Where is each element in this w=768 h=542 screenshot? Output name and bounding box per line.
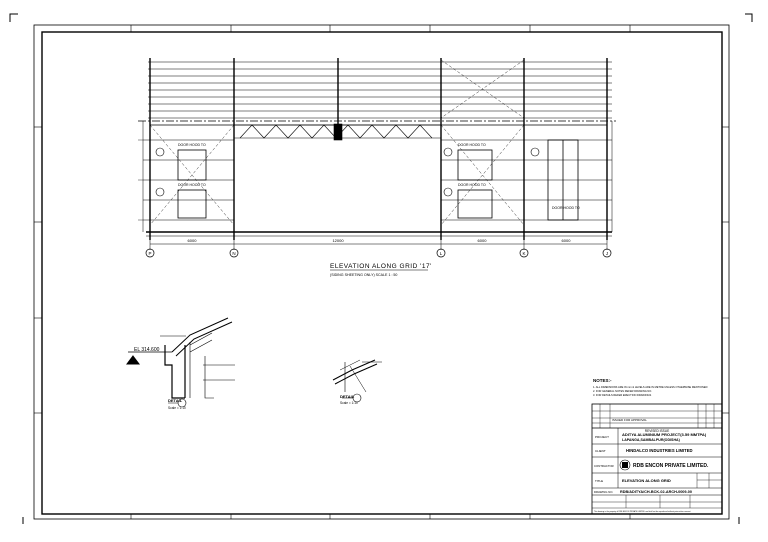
note-line: 3. FOR DETAILS REFER ERECTION DRAWINGS [593,393,651,397]
project-line-1: ADITYA ALUMINIUM PROJECT(3.59 MMTPA) [622,432,707,437]
grid-bubble-label: K [522,251,525,256]
bay-dim-3: 6000 [478,238,488,243]
revision-row: ISSUED FOR APPROVAL [612,418,647,422]
contractor-name: RDB ENCON PRIVATE LIMITED. [633,463,709,469]
notes-title: NOTES:- [593,378,612,383]
grid-bubble-label: N [232,251,235,256]
level-mark: EL 314.600 [134,347,160,353]
bay-dim-2: 12000 [332,238,344,243]
note-line: 2. FOR GENERAL NOTES REFER DRAWING NO. [593,389,652,393]
openings [177,139,579,221]
drawing-title: ELEVATION ALONG GRID [622,478,671,483]
crop-marks [9,13,753,524]
elevation-title: ELEVATION ALONG GRID '17' [330,263,432,270]
note-line: 1. ALL DIMENSIONS ARE IN mm & LEVELS ARE… [593,385,708,389]
detail-1-scale: Scale = 1:10 [168,406,186,410]
door-tag: DOOR HOOD TO [178,143,206,147]
grid-bubble-label: P [148,251,151,256]
inner-border [41,31,723,515]
door-tag: DOOR HOOD TO [178,183,206,187]
truss [234,123,441,141]
client-label: CLIENT [595,449,606,453]
columns [149,58,608,240]
door-tag: DOOR HOOD TO [552,206,580,210]
detail-2-scale: Scale = 1:10 [340,401,358,405]
bay-dim-4: 6000 [562,238,572,243]
elevation-view [138,58,616,258]
detail-1 [126,317,235,408]
client-name: HINDALCO INDUSTRIES LIMITED [626,448,693,453]
footer-note: This drawing is the property of RDB ENCO… [594,510,691,513]
drawing-status: REVISED ISSUE [645,429,669,433]
side-girts [142,121,613,232]
project-line-2: LAPANGA,SAMBALPUR(ODISHA) [622,438,681,442]
bay-dim-1: 6000 [188,238,198,243]
x-bracing [149,59,525,226]
drawing-number: RDB/ADITYA/CH-BCK-02-ARCH-0009-00 [620,490,692,494]
door-tag: DOOR HOOD TO [458,183,486,187]
section-tags [155,147,540,197]
grid-bubble-label: L [440,251,443,256]
detail-2-title: DETAIL [340,394,355,399]
drawing-no-label: DRAWING NO. [594,490,613,494]
door-tag: DOOR HOOD TO [458,143,486,147]
roof-sheeting-lines [148,61,612,119]
grid-bubble-label: J [606,251,608,256]
title-label: TITLE [595,479,603,483]
outer-frame [33,24,730,520]
contractor-label: CONTRACTOR [594,464,614,468]
contractor-logo [619,459,631,471]
detail-2 [332,359,382,403]
zone-ticks [34,25,729,519]
title-block [591,403,723,515]
grid-bubbles [145,248,612,258]
elevation-subtitle: (SIDING SHEETING ONLY) SCALE 1 : 50 [330,273,397,277]
project-label: PROJECT [595,435,609,439]
detail-1-title: DETAIL [168,398,183,403]
